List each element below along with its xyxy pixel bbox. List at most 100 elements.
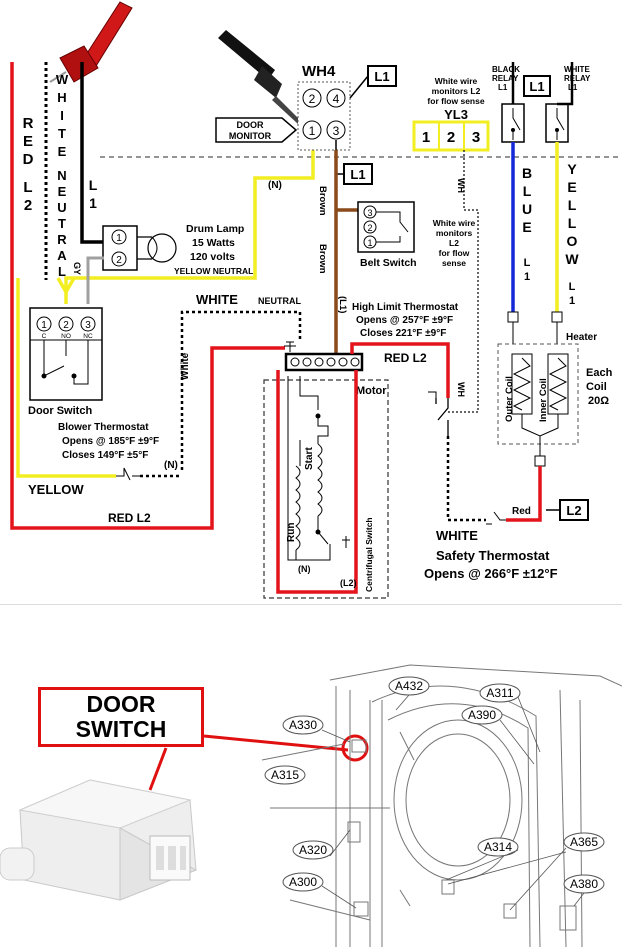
callout-line: DOOR [86, 691, 156, 717]
svg-text:Opens @ 266°F ±12°F: Opens @ 266°F ±12°F [424, 566, 558, 581]
wh4-pin: 3 [333, 124, 340, 138]
svg-text:A330: A330 [289, 718, 317, 732]
belt-switch-pin: 2 [367, 223, 372, 233]
wh-label: WH [456, 382, 466, 397]
door-switch-pin: 2 [63, 320, 69, 331]
svg-text:L: L [523, 183, 532, 199]
red-l2-wire [10, 62, 285, 530]
svg-text:High Limit Thermostat: High Limit Thermostat [352, 302, 459, 313]
svg-text:L1: L1 [350, 167, 365, 182]
drum-lamp-pin: 1 [116, 233, 122, 244]
door-switch-pin-label: C [42, 333, 47, 340]
white-neutral-char: I [60, 108, 64, 123]
svg-text:(N): (N) [298, 564, 311, 574]
red-label: Red [512, 506, 531, 517]
gray-wire [86, 256, 104, 304]
start-winding [317, 443, 323, 517]
part-label: A330 [282, 715, 324, 735]
svg-text:15 Watts: 15 Watts [192, 237, 235, 249]
svg-text:L: L [568, 197, 577, 213]
white-neutral-char: L [58, 264, 66, 279]
red-l2-char: R [23, 115, 34, 132]
brown-wire [334, 150, 360, 354]
white-vertical-label: White [180, 352, 191, 380]
white-neutral-label: W H I T E N E U T R A L [56, 72, 69, 279]
black-test-probe [218, 30, 300, 124]
svg-text:Centrifugal Switch: Centrifugal Switch [364, 517, 374, 592]
run-winding [295, 465, 301, 551]
part-label: A365 [563, 832, 605, 852]
wh-label: WH [456, 178, 466, 193]
svg-text:120 volts: 120 volts [190, 251, 235, 263]
svg-text:A314: A314 [484, 840, 512, 854]
lamp-bulb-icon [147, 233, 177, 263]
heater-label: Heater [566, 332, 597, 343]
black-l1-wire [80, 62, 104, 244]
white-neutral-char: U [57, 200, 66, 215]
svg-text:U: U [522, 201, 532, 217]
svg-text:Safety Thermostat: Safety Thermostat [436, 548, 550, 563]
wh4-pin: 1 [309, 124, 316, 138]
red-l2-char: L [23, 179, 32, 196]
l2-box: L2 [546, 499, 589, 521]
white-neutral-char: A [57, 248, 67, 263]
wh4-connector: WH4 2 4 1 3 [297, 63, 351, 151]
white-neutral-top-label: WHITE NEUTRAL [196, 292, 301, 307]
yl3-connector: White wire monitors L2 for flow sense YL… [412, 76, 490, 152]
red-l2-bottom-label: RED L2 [108, 511, 151, 525]
svg-text:(L2): (L2) [340, 578, 357, 588]
svg-text:20Ω: 20Ω [588, 395, 609, 407]
blue-label: B L U E L 1 [522, 165, 532, 283]
svg-text:monitors L2: monitors L2 [432, 86, 481, 96]
white-neutral-char: E [58, 184, 67, 199]
yl3-pin: 2 [447, 129, 455, 146]
white-neutral-char: T [58, 216, 66, 231]
white-neutral-char: R [57, 232, 67, 247]
svg-text:for flow sense: for flow sense [427, 96, 484, 106]
svg-text:WHITE: WHITE [436, 528, 478, 543]
svg-text:1: 1 [569, 295, 575, 307]
section-divider [0, 604, 622, 605]
svg-text:WHITE: WHITE [196, 292, 238, 307]
yellow-bottom-label: YELLOW [28, 482, 84, 497]
svg-text:E: E [567, 179, 576, 195]
black-relay: BLACK RELAY L1 [492, 62, 525, 143]
white-neutral-char: N [57, 168, 66, 183]
white-neutral-char: H [57, 90, 66, 105]
part-label: A390 [461, 705, 503, 725]
svg-text:NEUTRAL: NEUTRAL [258, 296, 301, 306]
svg-text:YELLOW NEUTRAL: YELLOW NEUTRAL [174, 266, 253, 276]
heater: Heater Outer Coil Inner Coil Each Coil 2… [497, 311, 613, 467]
gy-label: GY [72, 262, 82, 275]
door-switch-label: Door Switch [28, 405, 92, 417]
black-l1-label: L 1 [89, 177, 98, 211]
yl3-pin: 3 [472, 129, 480, 146]
svg-text:Opens @ 185°F ±9°F: Opens @ 185°F ±9°F [62, 436, 159, 447]
safety-thermostat: WHITE Safety Thermostat Opens @ 266°F ±1… [424, 436, 558, 581]
belt-switch-pin: 3 [367, 208, 372, 218]
svg-text:Each: Each [586, 367, 613, 379]
dryer-front-panel [261, 664, 622, 947]
motor-terminal-block [284, 352, 364, 372]
svg-text:Drum Lamp: Drum Lamp [186, 223, 244, 235]
svg-text:O: O [567, 233, 578, 249]
svg-text:Opens @ 257°F ±9°F: Opens @ 257°F ±9°F [356, 315, 453, 326]
white-neutral-char: W [56, 72, 69, 87]
svg-text:Inner Coil: Inner Coil [538, 378, 549, 422]
part-leader-lines [321, 694, 585, 911]
red-l2-char: D [23, 151, 34, 168]
ground-icon [284, 341, 296, 352]
svg-text:White wire: White wire [435, 76, 478, 86]
yl3-pin: 1 [422, 129, 430, 146]
svg-text:L: L [568, 215, 577, 231]
door-switch-pin-label: NO [61, 333, 71, 340]
svg-text:A390: A390 [468, 708, 496, 722]
wh4-pin: 2 [309, 92, 316, 106]
svg-text:L1: L1 [374, 69, 389, 84]
l1-box-wh4: L1 [349, 65, 397, 99]
door-switch-pin: 1 [41, 320, 47, 331]
svg-text:A365: A365 [570, 835, 598, 849]
blower-thermostat: Blower Thermostat Opens @ 185°F ±9°F Clo… [58, 422, 182, 481]
svg-text:DOOR: DOOR [237, 120, 265, 130]
svg-text:Closes 221°F ±9°F: Closes 221°F ±9°F [360, 328, 446, 339]
